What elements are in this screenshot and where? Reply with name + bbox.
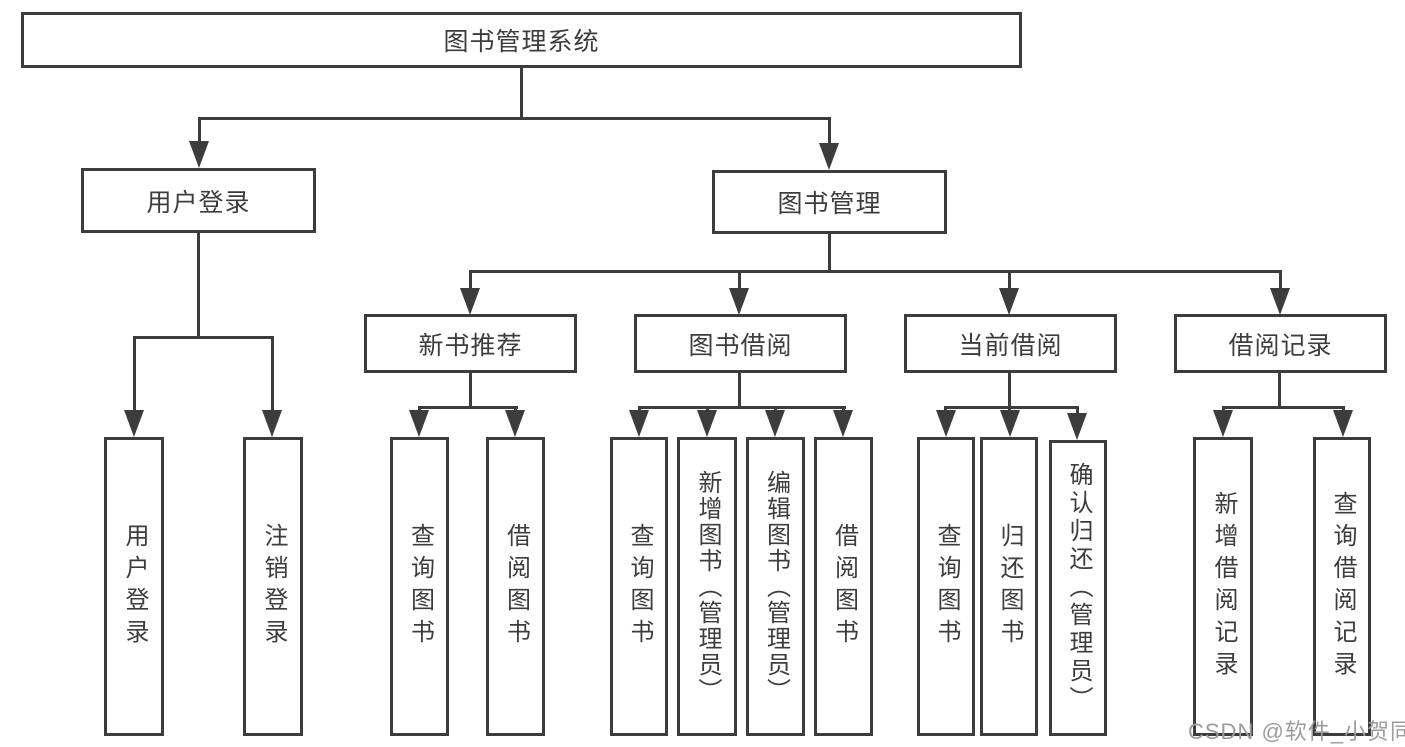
arrow-down-icon xyxy=(505,410,525,437)
leaf-logout: 注销登录 xyxy=(243,437,303,736)
leaf-borrow-books: 借阅图书 xyxy=(814,437,873,736)
arrow-down-icon xyxy=(999,288,1019,315)
node-user-login: 用户登录 xyxy=(81,168,316,233)
leaf-add-book-admin: 新增图书（管理员） xyxy=(677,437,737,736)
connector-line xyxy=(1278,373,1281,409)
arrow-down-icon xyxy=(262,410,282,437)
leaf-query-books-borrow: 查询图书 xyxy=(610,437,668,736)
leaf-borrow-books-recommend-label: 借阅图书 xyxy=(502,522,530,651)
connector-line xyxy=(418,406,518,409)
connector-line xyxy=(1222,406,1345,409)
node-book-borrow: 图书借阅 xyxy=(634,314,847,373)
watermark-text: CSDN @软件_小贺同学 xyxy=(1188,719,1405,744)
connector-line xyxy=(469,270,472,292)
connector-line xyxy=(469,270,1282,273)
connector-line xyxy=(1008,373,1011,409)
connector-line xyxy=(738,373,741,409)
leaf-edit-book-admin-label: 编辑图书（管理员） xyxy=(762,469,790,704)
leaf-return-book-label: 归还图书 xyxy=(996,522,1023,651)
leaf-query-books-current: 查询图书 xyxy=(917,437,975,736)
leaf-return-book: 归还图书 xyxy=(980,437,1038,736)
leaf-query-books-current-label: 查询图书 xyxy=(933,522,960,651)
leaf-logout-label: 注销登录 xyxy=(260,522,287,651)
leaf-query-books-recommend-label: 查询图书 xyxy=(406,522,434,651)
leaf-user-login-label: 用户登录 xyxy=(121,522,148,651)
node-book-management: 图书管理 xyxy=(712,170,947,234)
arrow-down-icon xyxy=(1000,410,1020,437)
arrow-down-icon xyxy=(460,288,480,315)
connector-line xyxy=(738,270,741,292)
node-borrow-records: 借阅记录 xyxy=(1174,314,1387,373)
connector-line xyxy=(197,233,200,339)
connector-line xyxy=(198,117,831,120)
arrow-down-icon xyxy=(819,143,839,170)
connector-line xyxy=(828,117,831,147)
leaf-borrow-books-label: 借阅图书 xyxy=(830,522,858,651)
leaf-add-borrow-record: 新增借阅记录 xyxy=(1193,437,1253,736)
arrow-down-icon xyxy=(1067,413,1087,440)
node-user-login-label: 用户登录 xyxy=(146,188,251,217)
leaf-query-borrow-record-label: 查询借阅记录 xyxy=(1329,490,1356,683)
leaf-query-borrow-record: 查询借阅记录 xyxy=(1313,437,1371,736)
arrow-down-icon xyxy=(1333,410,1353,437)
arrow-down-icon xyxy=(189,141,209,168)
node-book-borrow-label: 图书借阅 xyxy=(688,331,793,360)
arrow-down-icon xyxy=(124,410,144,437)
leaf-query-books-borrow-label: 查询图书 xyxy=(626,522,653,651)
connector-line xyxy=(944,406,1079,409)
node-new-book-recommend-label: 新书推荐 xyxy=(418,331,523,360)
connector-line xyxy=(1279,270,1282,292)
arrow-down-icon xyxy=(765,410,785,437)
connector-line xyxy=(520,68,523,120)
arrow-down-icon xyxy=(936,410,956,437)
arrow-down-icon xyxy=(697,410,717,437)
leaf-edit-book-admin: 编辑图书（管理员） xyxy=(746,437,805,736)
node-current-borrow-label: 当前借阅 xyxy=(958,331,1063,360)
arrow-down-icon xyxy=(729,288,749,315)
leaf-query-books-recommend: 查询图书 xyxy=(390,437,449,736)
leaf-confirm-return-admin: 确认归还（管理员） xyxy=(1049,440,1107,736)
arrow-down-icon xyxy=(1270,288,1290,315)
connector-line xyxy=(1008,270,1011,292)
arrow-down-icon xyxy=(409,410,429,437)
node-root: 图书管理系统 xyxy=(21,12,1022,68)
leaf-add-borrow-record-label: 新增借阅记录 xyxy=(1210,490,1237,683)
connector-line xyxy=(271,336,274,414)
leaf-borrow-books-recommend: 借阅图书 xyxy=(486,437,545,736)
node-root-label: 图书管理系统 xyxy=(443,28,600,56)
arrow-down-icon xyxy=(629,410,649,437)
leaf-user-login: 用户登录 xyxy=(104,437,164,736)
node-new-book-recommend: 新书推荐 xyxy=(364,314,577,373)
leaf-confirm-return-admin-label: 确认归还（管理员） xyxy=(1065,462,1092,714)
arrow-down-icon xyxy=(833,410,853,437)
connector-line xyxy=(469,373,472,409)
arrow-down-icon xyxy=(1213,410,1233,437)
connector-line xyxy=(828,234,831,273)
node-borrow-records-label: 借阅记录 xyxy=(1228,331,1333,360)
leaf-add-book-admin-label: 新增图书（管理员） xyxy=(694,469,721,704)
connector-line xyxy=(638,406,846,409)
node-current-borrow: 当前借阅 xyxy=(904,314,1117,373)
connector-line xyxy=(133,336,136,414)
connector-line xyxy=(198,117,201,145)
node-book-management-label: 图书管理 xyxy=(777,190,882,218)
connector-line xyxy=(133,336,274,339)
